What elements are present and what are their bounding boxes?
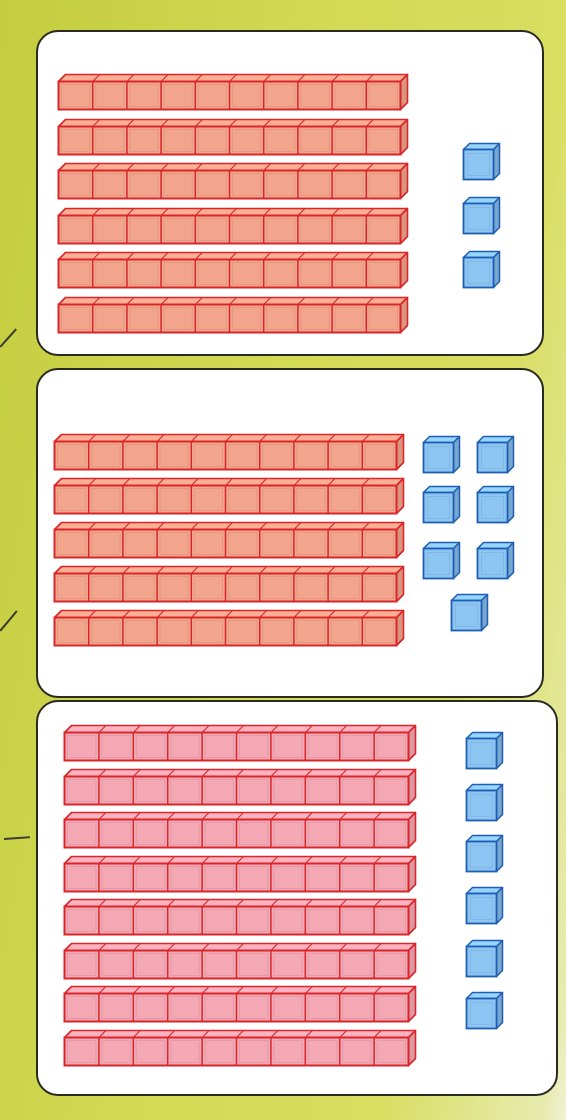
tens-and-ones-panel-1 <box>36 30 544 356</box>
tens-and-ones-panel-3 <box>36 700 558 1096</box>
tens-and-ones-panel-2 <box>36 368 544 698</box>
